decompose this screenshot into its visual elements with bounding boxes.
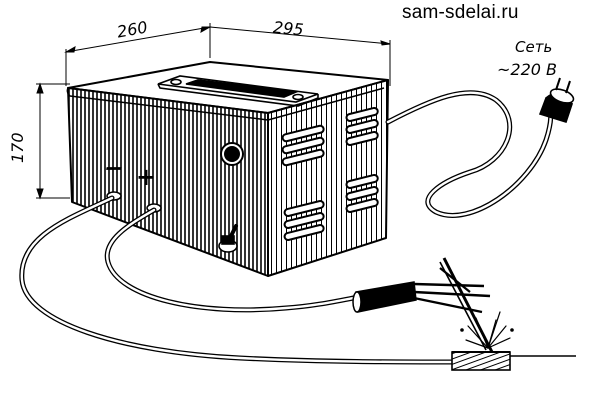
positive-terminal-label: + <box>136 163 157 191</box>
negative-cable <box>19 195 455 365</box>
dimension-lines <box>36 23 391 200</box>
dimension-depth-label: 295 <box>272 17 305 40</box>
mains-label-line2: ~220 В <box>497 60 558 79</box>
positive-cable <box>104 207 367 313</box>
power-plug-icon <box>538 77 575 123</box>
carry-handle-icon <box>157 75 319 107</box>
dimension-height-label: 170 <box>8 132 27 163</box>
vent-louver-icon <box>281 106 379 241</box>
workpiece-icon <box>451 351 576 371</box>
mains-label-line1: Сеть <box>515 38 553 56</box>
site-watermark: sam-sdelai.ru <box>402 2 519 23</box>
toggle-switch-icon <box>218 224 238 253</box>
electrode-holder-icon <box>352 257 494 353</box>
spark-icon <box>460 311 514 349</box>
mains-cable <box>385 90 554 218</box>
indicator-lamp-icon <box>220 142 244 166</box>
